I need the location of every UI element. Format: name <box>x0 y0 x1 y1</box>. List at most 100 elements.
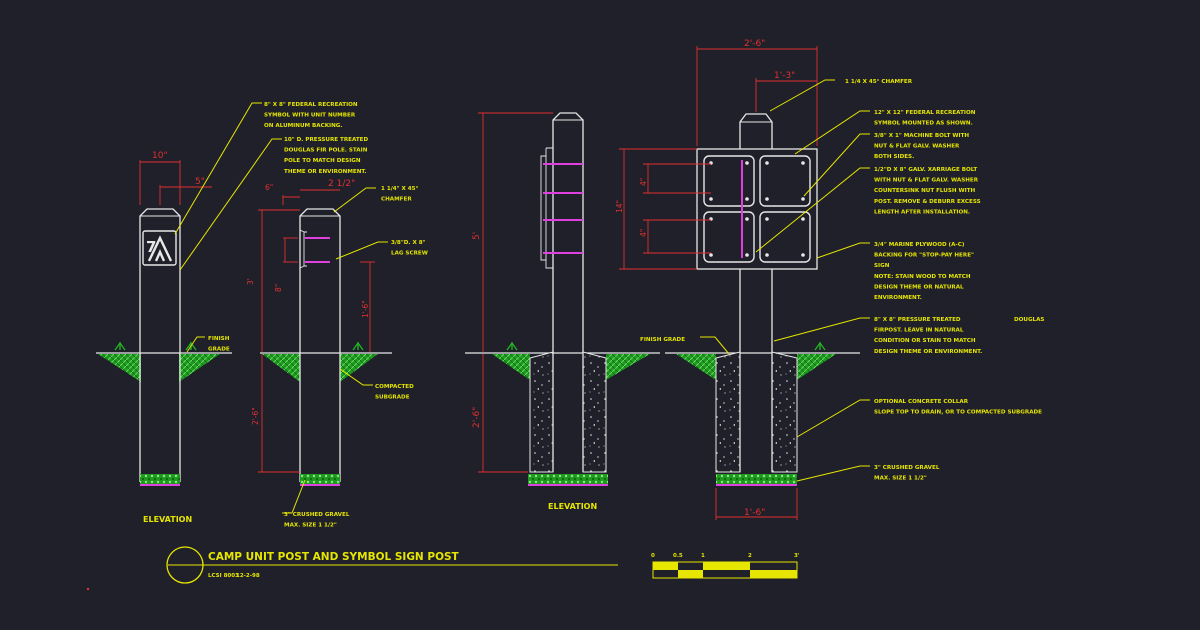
note-line: GRADE <box>208 347 230 353</box>
dim-6-text: 6" <box>265 183 273 192</box>
drawing-date: 12-2-98 <box>236 573 260 579</box>
note-line: 8" X 8" FEDERAL RECREATION <box>264 102 358 108</box>
grass-icon <box>814 342 826 351</box>
note-line: 10" D. PRESSURE TREATED <box>284 137 368 143</box>
concrete-collar <box>529 351 554 473</box>
note-line: NOTE: STAIN WOOD TO MATCH <box>874 274 971 280</box>
note-line: COMPACTED <box>375 384 414 390</box>
dimension-1-6-bottom <box>715 488 798 520</box>
note-line: BOTH SIDES. <box>874 154 914 160</box>
dim-1-6-text: 1'-6" <box>361 300 370 318</box>
plywood-backing-panel <box>696 148 818 270</box>
gravel-base <box>528 474 608 484</box>
sign-tile <box>703 211 755 263</box>
ground-hatch <box>262 354 300 382</box>
dimension-5 <box>159 185 212 205</box>
sign-tile <box>759 211 811 263</box>
note-line: SIGN <box>874 263 890 269</box>
note-line: 1 1/4" X 45° <box>381 186 419 192</box>
note-line: 3" CRUSHED GRAVEL <box>284 512 350 518</box>
scale-tick-label: 1 <box>701 553 705 559</box>
note-line-extra: DOUGLAS <box>1014 317 1044 323</box>
scale-tick-label: 0 <box>651 553 655 559</box>
dim-3ft-text: 3' <box>246 278 255 285</box>
recreation-sign-tiles <box>703 155 811 263</box>
note-line: COUNTERSINK NUT FLUSH WITH <box>874 188 976 194</box>
dim-2-6-top-text: 2'-6" <box>744 39 765 49</box>
unit-number: 7 <box>146 238 156 256</box>
note-line: 3/4" MARINE PLYWOOD (A-C) <box>874 242 965 248</box>
ground-hatch <box>492 354 530 380</box>
dimension-1-3 <box>755 78 817 112</box>
detail-symbol-post-side: 6" 2 1/2" 3' 8" 1'-6" 2'-6" <box>246 179 392 486</box>
note-line: MAX. SIZE 1 1/2" <box>874 476 927 482</box>
note-line: SUBGRADE <box>375 395 410 401</box>
note-line: DOUGLAS FIR POLE. STAIN <box>284 148 368 154</box>
scale-tick-label: 0.5 <box>673 553 683 559</box>
dimension-2-6-top <box>696 46 818 146</box>
note-line: CONDITION OR STAIN TO MATCH <box>874 338 976 344</box>
ground-hatch <box>98 354 141 382</box>
dimension-6 <box>282 195 300 205</box>
concrete-collar <box>715 351 741 473</box>
note-line: CHAMFER <box>381 197 412 203</box>
note-line: LAG SCREW <box>391 251 428 257</box>
note-line: ENVIRONMENT. <box>874 295 922 301</box>
dimension-14 <box>619 148 697 270</box>
grass-icon <box>114 342 126 351</box>
post-outline <box>552 112 584 472</box>
note-line: 1/2"D X 8" GALV. XARRIAGE BOLT <box>874 167 977 173</box>
note-line: WITH NUT & FLAT GALV. WASHER <box>874 178 979 184</box>
dimension-8 <box>283 237 298 263</box>
dimension-10 <box>139 160 181 205</box>
note-line: FINISH <box>208 336 230 342</box>
scale-tick-label: 2 <box>748 553 752 559</box>
note-line: DESIGN THEME OR ENVIRONMENT. <box>874 349 982 355</box>
note-line: FIRPOST. LEAVE IN NATURAL <box>874 328 964 334</box>
dimension-3ft <box>258 209 300 352</box>
dimension-2-6 <box>258 354 300 473</box>
note-line: SYMBOL MOUNTED AS SHOWN. <box>874 121 973 127</box>
note-line: THEME OR ENVIRONMENT. <box>284 169 366 175</box>
note-line: ON ALUMINUM BACKING. <box>264 123 343 129</box>
dim-1-3-text: 1'-3" <box>774 71 795 81</box>
elevation-label-left: ELEVATION <box>143 515 192 524</box>
post-outline <box>139 208 181 482</box>
dim-2-6-below-text: 2'-6" <box>472 407 482 428</box>
ground-hatch <box>676 354 716 380</box>
note-line: 3/8"D. X 8" <box>391 240 426 246</box>
tent-symbol-icon <box>147 235 173 262</box>
scale-bar: 0 0.5 1 2 3' <box>651 553 800 579</box>
grass-icon <box>352 342 364 351</box>
note-line: NUT & FLAT GALV. WASHER <box>874 144 960 150</box>
note-line: BACKING FOR "STOP-PAY HERE" <box>874 253 974 259</box>
concrete-collar <box>771 351 798 473</box>
sign-backing-profile <box>299 229 307 269</box>
plywood-backing-edge <box>540 147 553 269</box>
dimension-5ft <box>478 112 553 352</box>
title-block: CAMP UNIT POST AND SYMBOL SIGN POST LCSI… <box>166 546 618 584</box>
elevation-label-right: ELEVATION <box>548 502 597 511</box>
dim-10-text: 10" <box>152 151 168 161</box>
note-line: 3/8" X 1" MACHINE BOLT WITH <box>874 133 969 139</box>
dim-1-6-bottom-text: 1'-6" <box>744 508 765 518</box>
dimension-4b <box>643 219 711 254</box>
gravel-base <box>140 474 180 484</box>
drawing-origin-mark <box>86 587 90 591</box>
dim-8-text: 8" <box>274 284 283 292</box>
sign-tile <box>759 155 811 207</box>
drawing-title: CAMP UNIT POST AND SYMBOL SIGN POST <box>208 551 460 563</box>
dim-4b-text: 4" <box>639 229 648 237</box>
gravel-base <box>300 474 340 484</box>
ground-hatch <box>606 354 650 380</box>
detail-sign-post-side: 5' 2'-6" ELEVATION <box>465 112 660 511</box>
scale-bar-hollow <box>653 562 797 578</box>
gravel-base <box>716 474 797 484</box>
dim-5ft-text: 5' <box>472 232 482 240</box>
dim-4-text: 4" <box>639 178 648 186</box>
note-line: POLE TO MATCH DESIGN <box>284 158 361 164</box>
ground-hatch <box>797 354 836 380</box>
post-outline <box>299 208 341 482</box>
